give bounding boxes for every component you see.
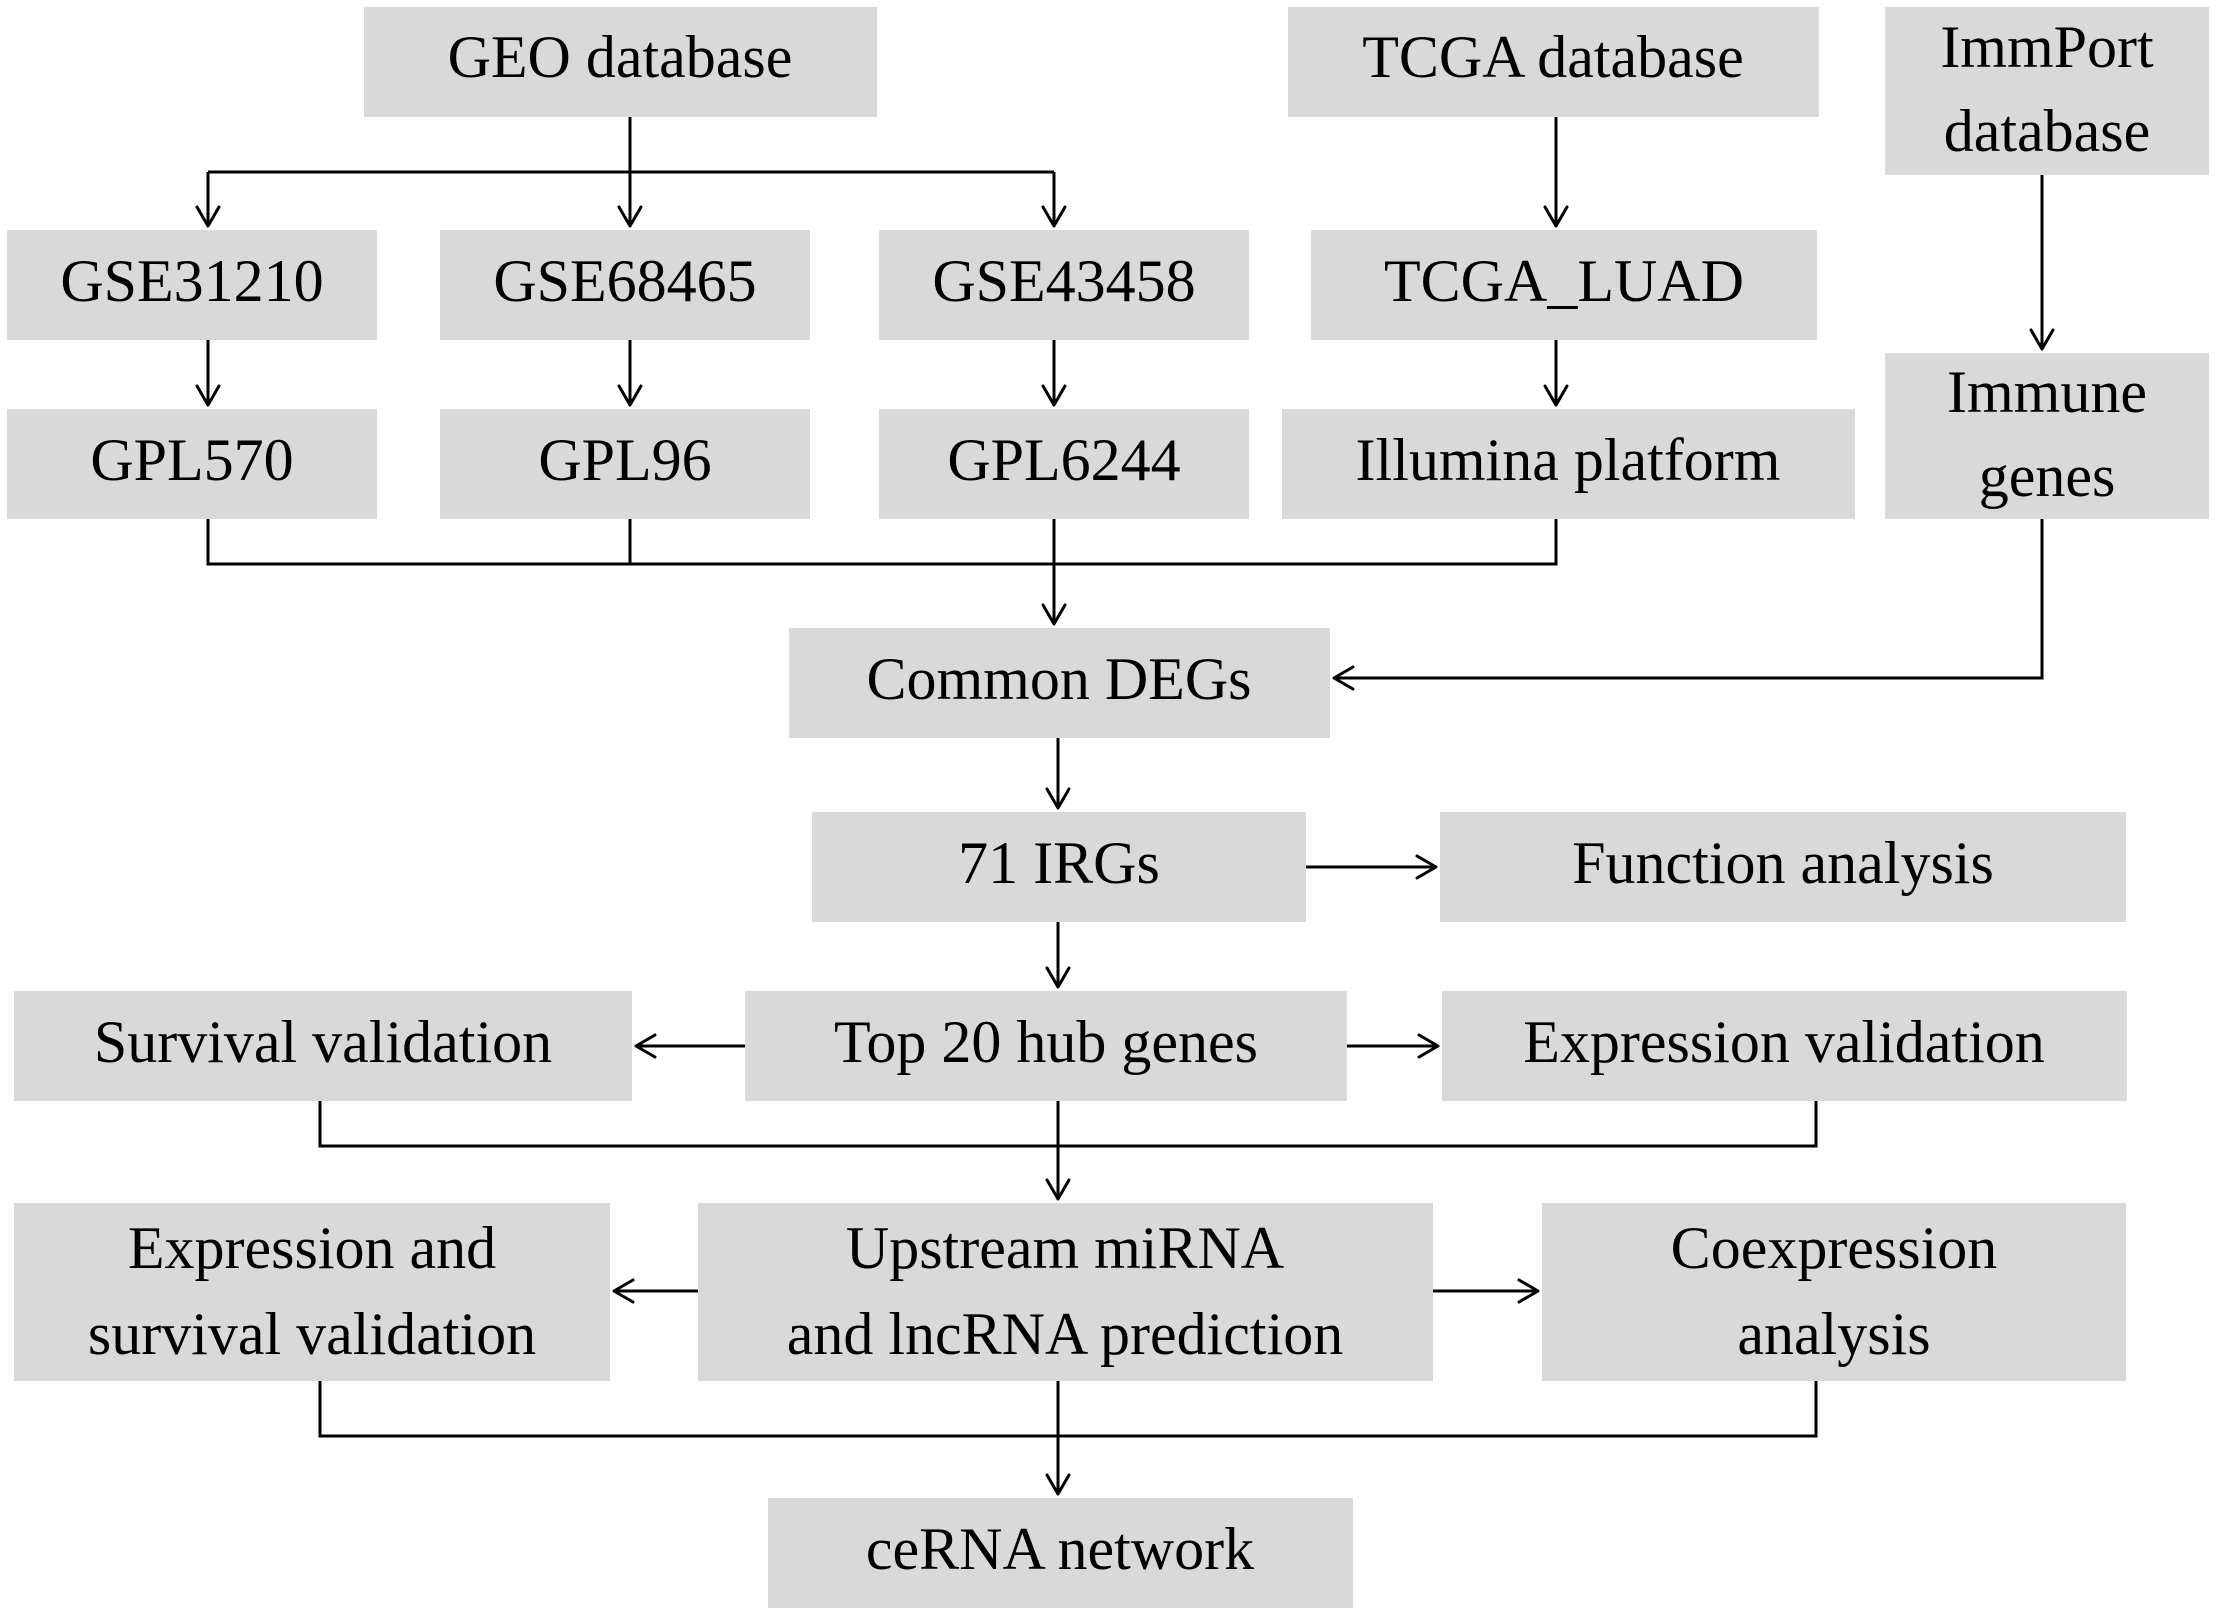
arrowhead <box>2029 328 2055 351</box>
connector-platforms-to-common-degs <box>206 519 1558 626</box>
node-label-line-1: ImmPort <box>1940 14 2154 80</box>
node-label-line-1: Upstream miRNA <box>846 1215 1284 1281</box>
node-label: TCGA database <box>1362 24 1744 90</box>
node-gpl96: GPL96 <box>440 409 810 519</box>
node-label: GSE43458 <box>932 248 1195 314</box>
connector-analyses-to-cerna-network <box>318 1381 1818 1496</box>
arrowhead <box>617 205 643 228</box>
node-gse43458: GSE43458 <box>879 230 1249 340</box>
node-label: Common DEGs <box>866 646 1251 712</box>
node-cerna-network: ceRNA network <box>768 1498 1353 1608</box>
connector-immune-genes-to-common-degs <box>1332 519 2044 691</box>
node-label: GEO database <box>448 24 793 90</box>
node-gpl6244: GPL6244 <box>879 409 1249 519</box>
node-label: GPL6244 <box>947 427 1180 493</box>
node-label-line-2: survival validation <box>88 1301 536 1367</box>
connector-irgs-to-function-analysis <box>1306 854 1438 880</box>
connector-tcga-to-luad <box>1543 117 1569 228</box>
node-gse68465: GSE68465 <box>440 230 810 340</box>
node-common-degs: Common DEGs <box>789 628 1330 738</box>
node-label: TCGA_LUAD <box>1384 248 1744 314</box>
node-label-line-2: and lncRNA prediction <box>787 1301 1344 1367</box>
arrowhead <box>1332 665 1355 691</box>
node-label: Illumina platform <box>1356 427 1781 493</box>
arrowhead <box>195 205 221 228</box>
arrowhead <box>1045 1178 1071 1201</box>
node-label-line-2: genes <box>1979 443 2116 509</box>
node-label-line-2: analysis <box>1737 1301 1930 1367</box>
node-label: Top 20 hub genes <box>834 1009 1258 1075</box>
node-label-line-1: Coexpression <box>1671 1215 1998 1281</box>
node-label-line-1: Immune <box>1947 359 2147 425</box>
node-tcga-database: TCGA database <box>1288 7 1819 117</box>
arrowhead <box>1543 205 1569 228</box>
arrowhead <box>1415 854 1438 880</box>
arrowhead <box>195 384 221 407</box>
arrowhead <box>617 384 643 407</box>
node-label: 71 IRGs <box>958 830 1160 896</box>
node-top-20-hub-genes: Top 20 hub genes <box>745 991 1347 1101</box>
arrowhead <box>1543 384 1569 407</box>
arrowhead <box>1041 205 1067 228</box>
arrowhead <box>1045 787 1071 810</box>
connector-immport-to-immune-genes <box>2029 175 2055 351</box>
node-tcga-luad: TCGA_LUAD <box>1311 230 1817 340</box>
arrowhead <box>1417 1033 1440 1059</box>
connector-common-degs-to-irgs <box>1045 738 1071 810</box>
node-label: ceRNA network <box>866 1516 1254 1582</box>
arrowhead <box>1045 966 1071 989</box>
node-expression-and-survival-validation: Expression and survival validation <box>14 1203 610 1381</box>
node-71-irgs: 71 IRGs <box>812 812 1306 922</box>
node-function-analysis: Function analysis <box>1440 812 2126 922</box>
arrowhead <box>1045 1473 1071 1496</box>
connector-validations-to-upstream-prediction <box>318 1101 1818 1201</box>
node-gse31210: GSE31210 <box>7 230 377 340</box>
node-label: Expression validation <box>1523 1009 2045 1075</box>
arrowhead <box>612 1278 635 1304</box>
node-label-line-1: Expression and <box>128 1215 496 1281</box>
arrowhead <box>634 1033 657 1059</box>
node-label: Survival validation <box>94 1009 552 1075</box>
node-label: GPL96 <box>538 427 711 493</box>
node-label: Function analysis <box>1572 830 1994 896</box>
node-immport-database: ImmPort database <box>1885 7 2209 175</box>
node-expression-validation: Expression validation <box>1442 991 2127 1101</box>
node-label-line-2: database <box>1944 98 2151 164</box>
node-label: GSE68465 <box>493 248 756 314</box>
arrowhead <box>1517 1278 1540 1304</box>
node-gpl570: GPL570 <box>7 409 377 519</box>
node-coexpression-analysis: Coexpression analysis <box>1542 1203 2126 1381</box>
node-upstream-mirna-lncrna-prediction: Upstream miRNA and lncRNA prediction <box>698 1203 1433 1381</box>
connector-hub-genes-to-validations <box>634 1033 1440 1059</box>
node-survival-validation: Survival validation <box>14 991 632 1101</box>
node-immune-genes: Immune genes <box>1885 353 2209 519</box>
node-geo-database: GEO database <box>364 7 877 117</box>
connector-irgs-to-hub-genes <box>1045 922 1071 989</box>
node-label: GPL570 <box>90 427 293 493</box>
arrowhead <box>1041 384 1067 407</box>
connector-gse-to-gpl <box>195 340 1569 407</box>
node-label: GSE31210 <box>60 248 323 314</box>
arrowhead <box>1041 603 1067 626</box>
connector-upstream-to-side-analyses <box>612 1278 1540 1304</box>
node-illumina-platform: Illumina platform <box>1282 409 1855 519</box>
connector-geo-to-gse <box>195 117 1067 228</box>
